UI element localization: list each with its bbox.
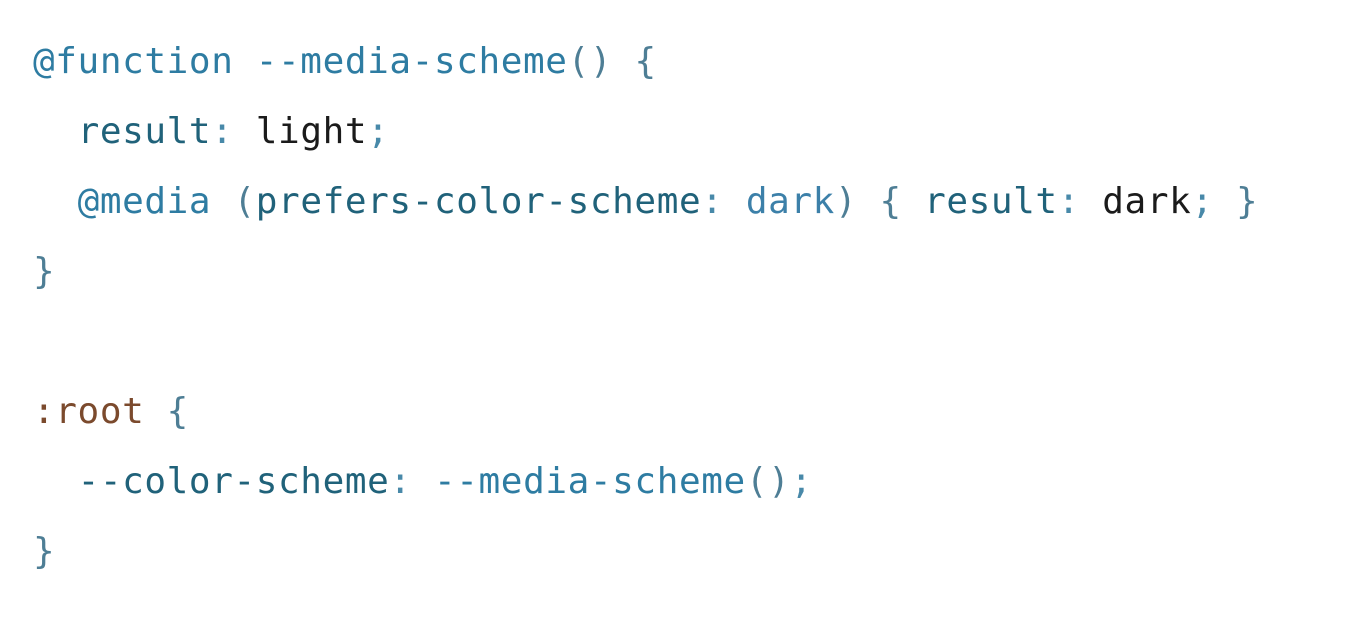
code-block: @function --media-scheme() { result: lig… bbox=[33, 27, 1368, 587]
code-line: result: light; bbox=[33, 97, 1368, 167]
code-token-plain bbox=[612, 41, 634, 82]
code-token-plain bbox=[234, 111, 256, 152]
code-token-brace: () bbox=[745, 461, 791, 502]
code-token-keyword: --media-scheme bbox=[255, 41, 568, 82]
code-token-plain bbox=[412, 461, 434, 502]
code-line bbox=[33, 307, 1368, 377]
code-token-property: result bbox=[77, 111, 212, 152]
code-token-punct: : bbox=[389, 461, 412, 502]
code-token-punct: ; bbox=[1191, 181, 1214, 222]
code-token-plain bbox=[211, 181, 233, 222]
code-token-brace: { bbox=[166, 391, 189, 432]
code-token-property: prefers-color-scheme bbox=[255, 181, 702, 222]
code-token-punct: : bbox=[701, 181, 724, 222]
code-token-brace: () bbox=[567, 41, 613, 82]
code-token-property: --color-scheme bbox=[77, 461, 390, 502]
code-token-punct: : bbox=[1057, 181, 1080, 222]
code-token-keyword: @media bbox=[77, 181, 212, 222]
code-token-value: dark bbox=[1102, 181, 1192, 222]
code-token-punct: ; bbox=[367, 111, 390, 152]
code-token-plain bbox=[1080, 181, 1102, 222]
code-line: } bbox=[33, 517, 1368, 587]
code-token-keyword: @function bbox=[33, 41, 234, 82]
code-token-plain bbox=[33, 111, 78, 152]
code-token-plain bbox=[724, 181, 746, 222]
code-token-plain bbox=[902, 181, 924, 222]
code-line: @function --media-scheme() { bbox=[33, 27, 1368, 97]
code-token-brace: } bbox=[33, 251, 56, 292]
code-token-brace: ( bbox=[233, 181, 256, 222]
code-token-brace: } bbox=[1235, 181, 1259, 222]
code-token-brace: { bbox=[634, 41, 657, 82]
code-token-brace: ) bbox=[834, 181, 858, 222]
code-token-value_media: dark bbox=[745, 181, 835, 222]
code-token-punct: : bbox=[211, 111, 234, 152]
code-token-selector: :root bbox=[33, 391, 145, 432]
code-token-plain bbox=[144, 391, 166, 432]
code-token-plain bbox=[1214, 181, 1236, 222]
code-token-property: result bbox=[924, 181, 1058, 222]
code-token-value: light bbox=[255, 111, 368, 152]
code-line: @media (prefers-color-scheme: dark) { re… bbox=[33, 167, 1368, 237]
code-line: :root { bbox=[33, 377, 1368, 447]
code-line: --color-scheme: --media-scheme(); bbox=[33, 447, 1368, 517]
code-line: } bbox=[33, 237, 1368, 307]
code-token-punct: ; bbox=[790, 461, 813, 502]
code-token-plain bbox=[33, 181, 78, 222]
code-token-plain bbox=[233, 41, 255, 82]
code-token-brace: } bbox=[33, 531, 56, 572]
code-token-brace: { bbox=[879, 181, 902, 222]
code-token-plain bbox=[33, 461, 78, 502]
code-token-plain bbox=[857, 181, 879, 222]
code-token-keyword: --media-scheme bbox=[433, 461, 746, 502]
